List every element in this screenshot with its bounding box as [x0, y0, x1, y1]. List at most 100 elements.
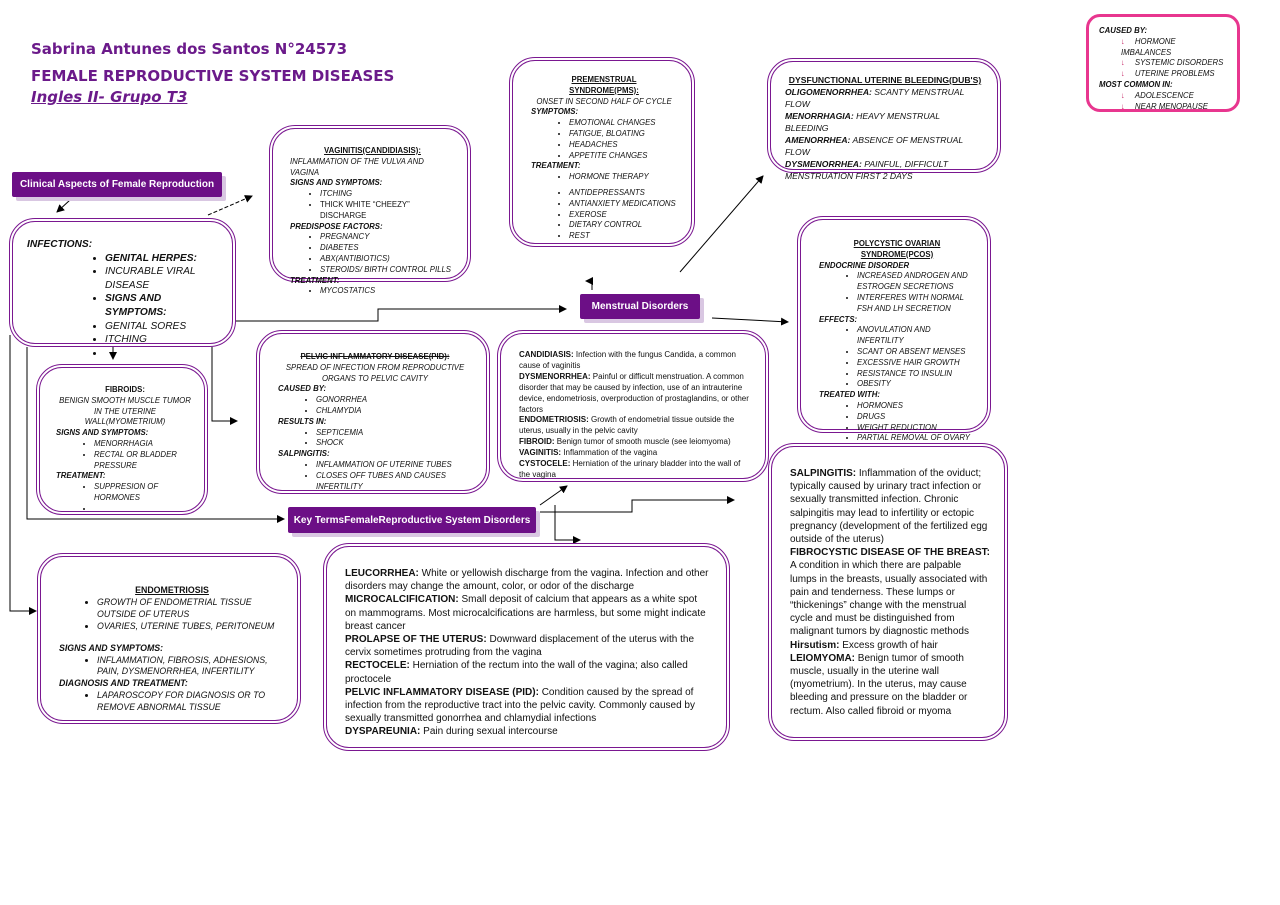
key-terms-box-bottom: LEUCORRHEA: White or yellowish discharge… — [323, 543, 730, 751]
dub-title: DYSFUNCTIONAL UTERINE BLEEDING(DUB'S) — [788, 75, 982, 85]
list-item: GENITAL HERPES: — [105, 252, 218, 266]
term-row: Hirsutism: Excess growth of hair — [790, 639, 938, 651]
term-row: RECTOCELE: Herniation of the rectum into… — [345, 660, 688, 685]
fibroids-desc: BENIGN SMOOTH MUSCLE TUMOR IN THE UTERIN… — [59, 395, 191, 427]
list-item: SYSTEMIC DISORDERS — [1121, 58, 1227, 69]
pid-results-list: SEPTICEMIA SHOCK — [278, 428, 472, 450]
menstrual-disorders-button[interactable]: Menstrual Disorders — [580, 294, 700, 319]
vaginitis-signs-list: ITCHING THICK WHITE “CHEEZY” DISCHARGE — [290, 189, 455, 221]
endometriosis-signs-label: SIGNS AND SYMPTOMS: — [59, 642, 164, 653]
list-item: ADOLESCENCE — [1121, 91, 1227, 102]
dub-term-row: AMENORRHEA: ABSENCE OF MENSTRUAL FLOW — [785, 135, 963, 157]
pid-results-label: RESULTS IN: — [278, 416, 327, 426]
pcos-treated-label: TREATED WITH: — [819, 390, 880, 400]
list-item: MENORRHAGIA — [94, 439, 194, 450]
pms-treatment-label: TREATMENT: — [531, 161, 581, 171]
term-row: DYSPAREUNIA: Pain during sexual intercou… — [345, 726, 558, 738]
term-row: LEUCORRHEA: White or yellowish discharge… — [345, 568, 709, 593]
list-item: HORMONE IMBALANCES — [1121, 37, 1227, 59]
list-item: CHLAMYDIA — [316, 406, 472, 417]
list-item: ABX(ANTIBIOTICS) — [320, 254, 455, 265]
key-terms-box-right: SALPINGITIS: Inflammation of the oviduct… — [768, 443, 1008, 741]
list-item: SEPTICEMIA — [316, 428, 472, 439]
pcos-title: POLYCYSTIC OVARIAN SYNDROME(PCOS) — [853, 239, 941, 259]
infections-label: INFECTIONS: — [27, 239, 93, 250]
pms-box: PREMENSTRUAL SYNDROME(PMS): ONSET IN SEC… — [509, 57, 695, 247]
list-item: OVARIES, UTERINE TUBES, PERITONEUM — [97, 621, 285, 633]
pms-treatment-list-2: ANTIDEPRESSANTS ANTIANXIETY MEDICATIONS … — [531, 188, 677, 242]
term-row: CANDIDIASIS: Infection with the fungus C… — [519, 350, 736, 370]
pms-desc: ONSET IN SECOND HALF OF CYCLE — [536, 96, 672, 106]
endometriosis-box: ENDOMETRIOSIS GROWTH OF ENDOMETRIAL TISS… — [37, 553, 301, 724]
pcos-endocrine-label: ENDOCRINE DISORDER — [819, 260, 910, 270]
vaginitis-treatment-label: TREATMENT: — [290, 275, 340, 285]
list-item: INCURABLE VIRAL DISEASE — [105, 265, 218, 292]
common-list: ADOLESCENCE NEAR MENOPAUSE — [1099, 91, 1227, 113]
causes-list: HORMONE IMBALANCES SYSTEMIC DISORDERS UT… — [1099, 37, 1227, 80]
list-item: HEADACHES — [569, 140, 677, 151]
list-item: DIETARY CONTROL — [569, 220, 677, 231]
dub-box: DYSFUNCTIONAL UTERINE BLEEDING(DUB'S) OL… — [767, 58, 1001, 181]
pid-desc: SPREAD OF INFECTION FROM REPRODUCTIVE OR… — [285, 362, 465, 383]
most-common-label: MOST COMMON IN: — [1099, 79, 1173, 89]
term-row: SALPINGITIS: Inflammation of the oviduct… — [790, 468, 988, 546]
endometriosis-signs-list: INFLAMMATION, FIBROSIS, ADHESIONS, PAIN,… — [59, 655, 285, 679]
list-item: DIABETES — [320, 243, 455, 254]
clinical-aspects-button[interactable]: Clinical Aspects of Female Reproduction — [12, 172, 222, 197]
endometriosis-title: ENDOMETRIOSIS — [135, 585, 209, 595]
list-item — [105, 347, 218, 361]
pcos-endocrine-list: INCREASED ANDROGEN AND ESTROGEN SECRETIO… — [819, 271, 975, 314]
key-terms-button[interactable]: Key TermsFemaleReproductive System Disor… — [288, 507, 536, 533]
endometriosis-diag-label: DIAGNOSIS AND TREATMENT: — [59, 678, 188, 689]
vaginitis-box: VAGINITIS(CANDIDIASIS): INFLAMMATION OF … — [269, 125, 471, 295]
list-item: MYCOSTATICS — [320, 286, 455, 297]
vaginitis-signs-label: SIGNS AND SYMPTOMS: — [290, 178, 383, 188]
caused-by-label: CAUSED BY: — [1099, 26, 1148, 35]
list-item: GONORRHEA — [316, 395, 472, 406]
fibroids-signs-label: SIGNS AND SYMPTOMS: — [56, 428, 149, 438]
term-row: VAGINITIS: Inflammation of the vagina — [519, 448, 658, 458]
list-item: GENITAL SORES — [105, 320, 218, 334]
list-item: HORMONE THERAPY — [569, 172, 677, 183]
list-item: ANTIDEPRESSANTS — [569, 188, 677, 199]
pms-symptoms-label: SYMPTOMS: — [531, 107, 579, 117]
list-item: ANTIANXIETY MEDICATIONS — [569, 199, 677, 210]
pid-salpingitis-label: SALPINGITIS: — [278, 449, 330, 459]
list-item: SHOCK — [316, 438, 472, 449]
list-item: DRUGS — [857, 412, 975, 423]
list-item: OBESITY — [857, 379, 975, 390]
term-row: ENDOMETRIOSIS: Growth of endometrial tis… — [519, 415, 735, 436]
vaginitis-predispose-label: PREDISPOSE FACTORS: — [290, 221, 383, 231]
term-row: FIBROID: Benign tumor of smooth muscle (… — [519, 437, 731, 447]
list-item: ANOVULATION AND INFERTILITY — [857, 325, 975, 347]
list-item: LAPAROSCOPY FOR DIAGNOSIS OR TO REMOVE A… — [97, 690, 285, 714]
causes-box: CAUSED BY: HORMONE IMBALANCES SYSTEMIC D… — [1086, 14, 1240, 112]
pcos-effects-list: ANOVULATION AND INFERTILITY SCANT OR ABS… — [819, 325, 975, 390]
list-item: INCREASED ANDROGEN AND ESTROGEN SECRETIO… — [857, 271, 975, 293]
fibroids-treatment-label: TREATMENT: — [56, 471, 106, 481]
list-item: FATIGUE, BLOATING — [569, 129, 677, 140]
page-title: FEMALE REPRODUCTIVE SYSTEM DISEASES — [31, 67, 395, 85]
fibroids-signs-list: MENORRHAGIA RECTAL OR BLADDER PRESSURE — [56, 439, 194, 471]
pid-box: PELVIC INFLAMMATORY DISEASE(PID): SPREAD… — [256, 330, 490, 494]
list-item: GROWTH OF ENDOMETRIAL TISSUE OUTSIDE OF … — [97, 597, 285, 621]
list-item: REST — [569, 231, 677, 242]
list-item: WEIGHT REDUCTION — [857, 423, 975, 434]
fibroids-title: FIBROIDS: — [105, 385, 145, 394]
term-row: LEIOMYOMA: Benign tumor of smooth muscle… — [790, 652, 968, 717]
list-item: NEAR MENOPAUSE — [1121, 102, 1227, 113]
list-item: CLOSES OFF TUBES AND CAUSES INFERTILITY — [316, 471, 472, 493]
list-item: INFLAMMATION, FIBROSIS, ADHESIONS, PAIN,… — [97, 655, 285, 679]
list-item: EXEROSE — [569, 210, 677, 221]
pms-symptoms-list: EMOTIONAL CHANGES FATIGUE, BLOATING HEAD… — [531, 118, 677, 161]
list-item: EMOTIONAL CHANGES — [569, 118, 677, 129]
fibroids-box: FIBROIDS: BENIGN SMOOTH MUSCLE TUMOR IN … — [36, 364, 208, 515]
pid-salpingitis-list: INFLAMMATION OF UTERINE TUBES CLOSES OFF… — [278, 460, 472, 492]
list-item: RESISTANCE TO INSULIN — [857, 369, 975, 380]
page-subtitle: Ingles II- Grupo T3 — [31, 88, 188, 106]
author-name: Sabrina Antunes dos Santos N°24573 — [31, 40, 348, 58]
pid-caused-label: CAUSED BY: — [278, 384, 327, 394]
term-row: MICROCALCIFICATION: Small deposit of cal… — [345, 594, 706, 632]
pcos-effects-label: EFFECTS: — [819, 314, 858, 324]
